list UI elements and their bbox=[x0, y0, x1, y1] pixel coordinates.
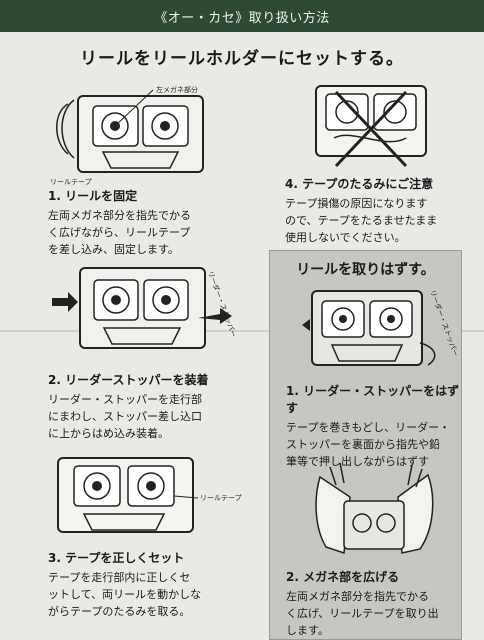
diagram-tape-set: リールテープ bbox=[57, 457, 242, 533]
step-heading: 1. リーダー・ストッパーをはずす bbox=[286, 384, 460, 415]
remove-panel-title: リールを取りはずす。 bbox=[296, 262, 435, 278]
step-line: 使用しないでください。 bbox=[285, 231, 406, 244]
label-megane: 左メガネ部分 bbox=[156, 85, 198, 94]
step-right-4: 4. テープのたるみにご注意 テープ損傷の原因になります ので、テープをたるませ… bbox=[285, 176, 475, 246]
diagram-remove-stopper: リーダー・ストッパー bbox=[302, 289, 460, 366]
label-leader-stopper-2: リーダー・ストッパー bbox=[428, 289, 460, 358]
diagram-reel-fix: 左メガネ部分 リールテープ bbox=[50, 85, 204, 186]
step-line: く広げながら、リールテープ bbox=[48, 226, 191, 239]
step-line: テープを巻きもどし、リーダー・ bbox=[286, 421, 451, 434]
step-heading: 1. リールを固定 bbox=[48, 189, 138, 203]
step-left-1: 1. リールを固定 左両メガネ部分を指先でかる く広げながら、リールテープ を差… bbox=[48, 188, 258, 258]
step-line: く広げ、リールテープを取り出 bbox=[286, 607, 439, 620]
step-line: リーダー・ストッパーを走行部 bbox=[48, 393, 202, 406]
step-line: テープ損傷の原因になります bbox=[285, 197, 428, 210]
diagram-leader-stopper: リーダー・ストッパー bbox=[52, 267, 239, 349]
step-heading: 2. リーダーストッパーを装着 bbox=[48, 373, 209, 387]
remove-step-1: 1. リーダー・ストッパーをはずす テープを巻きもどし、リーダー・ ストッパーを… bbox=[286, 383, 461, 470]
step-line: テープを走行部内に正しくセ bbox=[48, 571, 191, 584]
step-left-3: 3. テープを正しくセット テープを走行部内に正しくセ ットして、両リールを動か… bbox=[48, 550, 258, 620]
step-line: ットして、両リールを動かしな bbox=[48, 588, 202, 601]
diagram-slack-warning bbox=[315, 85, 427, 168]
step-heading: 3. テープを正しくセット bbox=[48, 551, 185, 565]
step-line: ので、テープをたるませたまま bbox=[285, 214, 438, 227]
step-line: 筆等で押し出しながらはずす bbox=[286, 455, 429, 468]
step-heading: 4. テープのたるみにご注意 bbox=[285, 177, 434, 191]
diagram-hands-open-megane bbox=[315, 462, 434, 555]
label-reel-tape-1: リールテープ bbox=[50, 178, 92, 186]
remove-step-2: 2. メガネ部を広げる 左両メガネ部分を指先でかる く広げ、リールテープを取り出… bbox=[286, 569, 461, 639]
label-reel-tape-3: リールテープ bbox=[200, 494, 242, 502]
step-line: を差し込み、固定します。 bbox=[48, 243, 179, 256]
header-banner: 《オー・カセ》取り扱い方法 bbox=[0, 0, 484, 32]
main-title: リールをリールホルダーにセットする。 bbox=[80, 49, 404, 69]
step-line: 左両メガネ部分を指先でかる bbox=[286, 590, 429, 603]
step-line: がらテープのたるみを取る。 bbox=[48, 605, 191, 618]
page-fold bbox=[0, 330, 484, 332]
step-line: に上からはめ込み装着。 bbox=[48, 427, 169, 440]
header-title: 《オー・カセ》取り扱い方法 bbox=[154, 10, 330, 26]
step-line: にまわし、ストッパー差し込口 bbox=[48, 410, 202, 423]
step-left-2: 2. リーダーストッパーを装着 リーダー・ストッパーを走行部 にまわし、ストッパ… bbox=[48, 372, 258, 442]
step-heading: 2. メガネ部を広げる bbox=[286, 570, 400, 584]
step-line: 左両メガネ部分を指先でかる bbox=[48, 209, 191, 222]
step-line: ストッパーを裏面から指先や鉛 bbox=[286, 438, 440, 451]
step-line: します。 bbox=[286, 624, 329, 637]
label-leader-stopper-1: リーダー・ストッパー bbox=[206, 270, 238, 339]
cross-mark-line bbox=[334, 90, 408, 168]
remove-reel-panel: リールを取りはずす。 リーダー・ストッパー 1. リーダー・ストッパーをはずす … bbox=[269, 250, 462, 640]
